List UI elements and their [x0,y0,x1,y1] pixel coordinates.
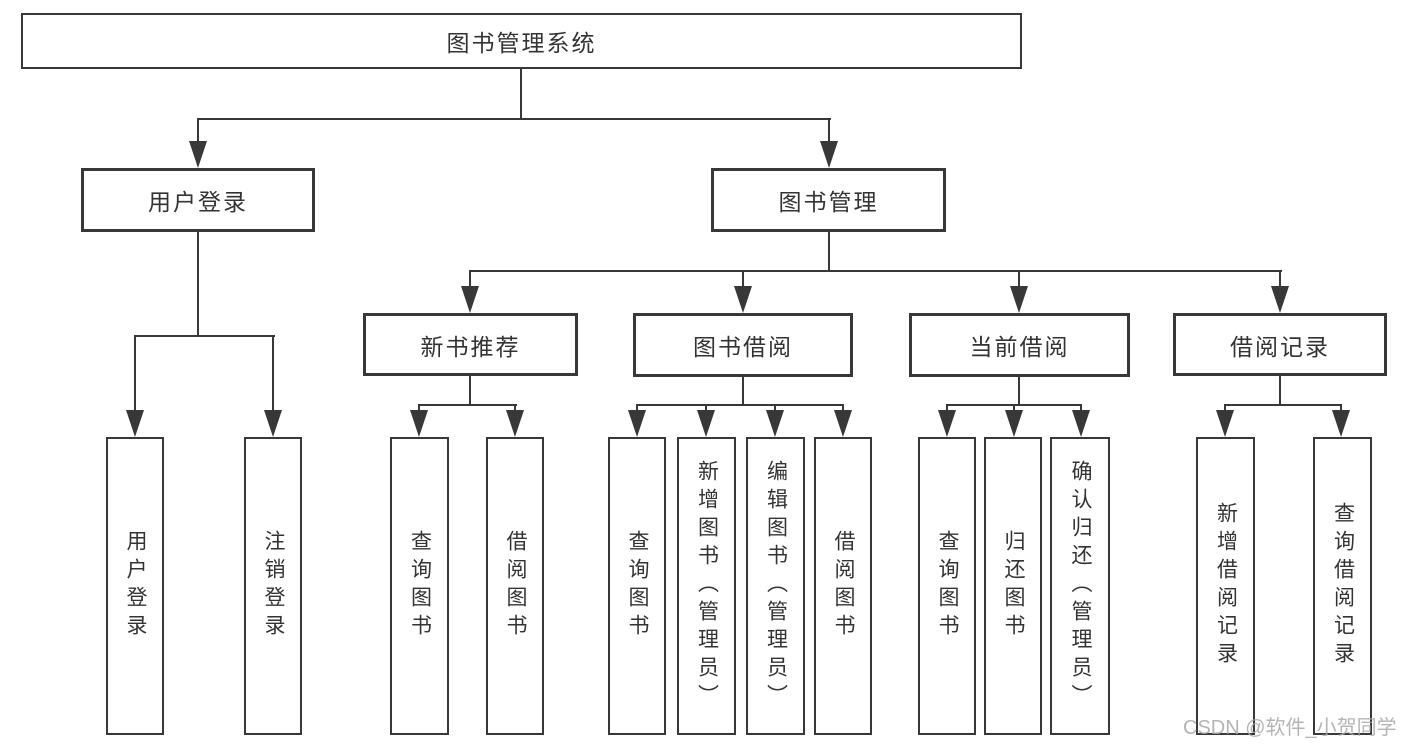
connector-line [742,270,744,290]
arrow-down-icon [1005,410,1023,437]
node-current-borrow: 当前借阅 [909,313,1130,377]
node-book-management: 图书管理 [711,168,946,232]
arrow-down-icon [938,410,956,437]
connector-line [1018,270,1020,290]
connector-line [636,404,844,406]
leaf-user-login-label: 用户登录 [124,530,147,642]
arrow-down-icon [766,410,784,437]
connector-line [828,232,830,272]
node-book-management-label: 图书管理 [778,189,879,215]
leaf-query-books-current-label: 查询图书 [936,530,959,642]
node-book-borrow: 图书借阅 [633,313,853,377]
leaf-query-borrow-record-label: 查询借阅记录 [1331,502,1355,670]
node-current-borrow-label: 当前借阅 [969,334,1070,360]
leaf-add-borrow-record: 新增借阅记录 [1196,437,1255,735]
arrow-down-icon [189,141,207,168]
connector-line [197,232,199,337]
connector-line [418,404,420,413]
leaf-edit-books-admin: 编辑图书（管理员） [746,437,805,735]
leaf-borrow-books: 借阅图书 [814,437,872,735]
connector-line [1224,404,1226,413]
arrow-down-icon [264,410,282,437]
leaf-add-books-admin: 新增图书（管理员） [677,437,736,735]
connector-line [828,118,830,145]
connector-line [469,270,1282,272]
connector-line [1080,404,1082,413]
node-root: 图书管理系统 [21,13,1022,69]
connector-line [197,118,199,145]
leaf-return-books: 归还图书 [984,437,1042,735]
node-new-book-recommend-label: 新书推荐 [420,333,521,360]
arrow-down-icon [506,410,524,437]
arrow-down-icon [461,286,479,313]
connector-line [1279,270,1281,290]
connector-line [1013,404,1015,413]
leaf-query-books-recommend: 查询图书 [390,437,449,735]
node-root-label: 图书管理系统 [446,30,597,56]
connector-line [1279,376,1281,406]
leaf-add-borrow-record-label: 新增借阅记录 [1214,502,1238,670]
arrow-down-icon [734,286,752,313]
leaf-borrow-books-label: 借阅图书 [832,530,855,642]
connector-line [197,118,831,120]
leaf-confirm-return-admin: 确认归还（管理员） [1050,437,1110,735]
connector-line [705,404,707,413]
connector-line [514,404,516,413]
leaf-logout-label: 注销登录 [262,530,285,642]
connector-line [134,335,136,413]
arrow-down-icon [126,410,144,437]
connector-line [1224,404,1342,406]
connector-line [774,404,776,413]
leaf-query-books-current: 查询图书 [918,437,976,735]
arrow-down-icon [1216,410,1234,437]
connector-line [469,270,471,290]
leaf-query-borrow-record: 查询借阅记录 [1313,437,1372,735]
arrow-down-icon [1271,286,1289,313]
leaf-return-books-label: 归还图书 [1002,530,1025,642]
arrow-down-icon [697,410,715,437]
arrow-down-icon [1332,410,1350,437]
arrow-down-icon [1072,410,1090,437]
connector-line [1340,404,1342,413]
connector-line [134,335,275,337]
arrow-down-icon [820,141,838,168]
arrow-down-icon [628,410,646,437]
connector-line [946,404,948,413]
leaf-add-books-admin-label: 新增图书（管理员） [695,460,719,712]
connector-line [272,335,274,413]
connector-line [520,69,522,119]
connector-line [1018,377,1020,406]
arrow-down-icon [410,410,428,437]
csdn-watermark: CSDN @软件_小贺同学 [1183,717,1397,739]
leaf-query-books-borrow: 查询图书 [608,437,666,735]
connector-line [842,404,844,413]
node-user-login: 用户登录 [81,168,315,232]
connector-line [636,404,638,413]
leaf-user-login: 用户登录 [106,437,164,735]
leaf-confirm-return-admin-label: 确认归还（管理员） [1069,460,1092,712]
leaf-borrow-books-recommend: 借阅图书 [486,437,544,735]
node-borrow-records-label: 借阅记录 [1230,333,1330,360]
leaf-query-books-borrow-label: 查询图书 [626,530,649,642]
node-book-borrow-label: 图书借阅 [693,334,793,360]
leaf-edit-books-admin-label: 编辑图书（管理员） [764,460,788,712]
leaf-logout: 注销登录 [244,437,302,735]
leaf-borrow-books-recommend-label: 借阅图书 [504,530,527,642]
connector-line [418,404,517,406]
connector-line [469,376,471,406]
arrow-down-icon [834,410,852,437]
connector-line [742,377,744,406]
node-borrow-records: 借阅记录 [1173,313,1387,376]
node-new-book-recommend: 新书推荐 [363,313,578,376]
arrow-down-icon [1010,286,1028,313]
leaf-query-books-recommend-label: 查询图书 [408,530,432,642]
node-user-login-label: 用户登录 [148,189,248,215]
